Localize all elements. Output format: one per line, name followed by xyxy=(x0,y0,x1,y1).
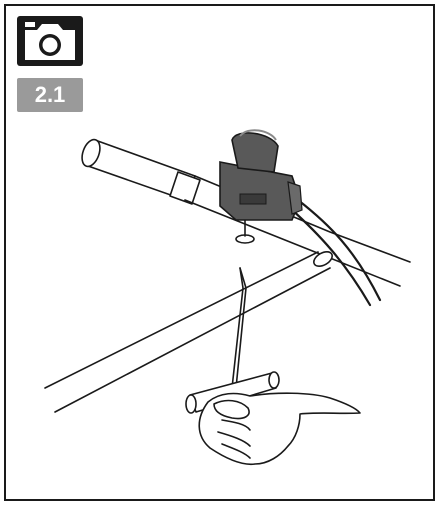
crossbar-tube xyxy=(45,249,335,412)
clamp-device xyxy=(220,130,302,220)
screw xyxy=(236,220,254,243)
hand xyxy=(199,393,360,464)
t-handle-tool xyxy=(186,268,279,413)
cable xyxy=(290,200,380,305)
